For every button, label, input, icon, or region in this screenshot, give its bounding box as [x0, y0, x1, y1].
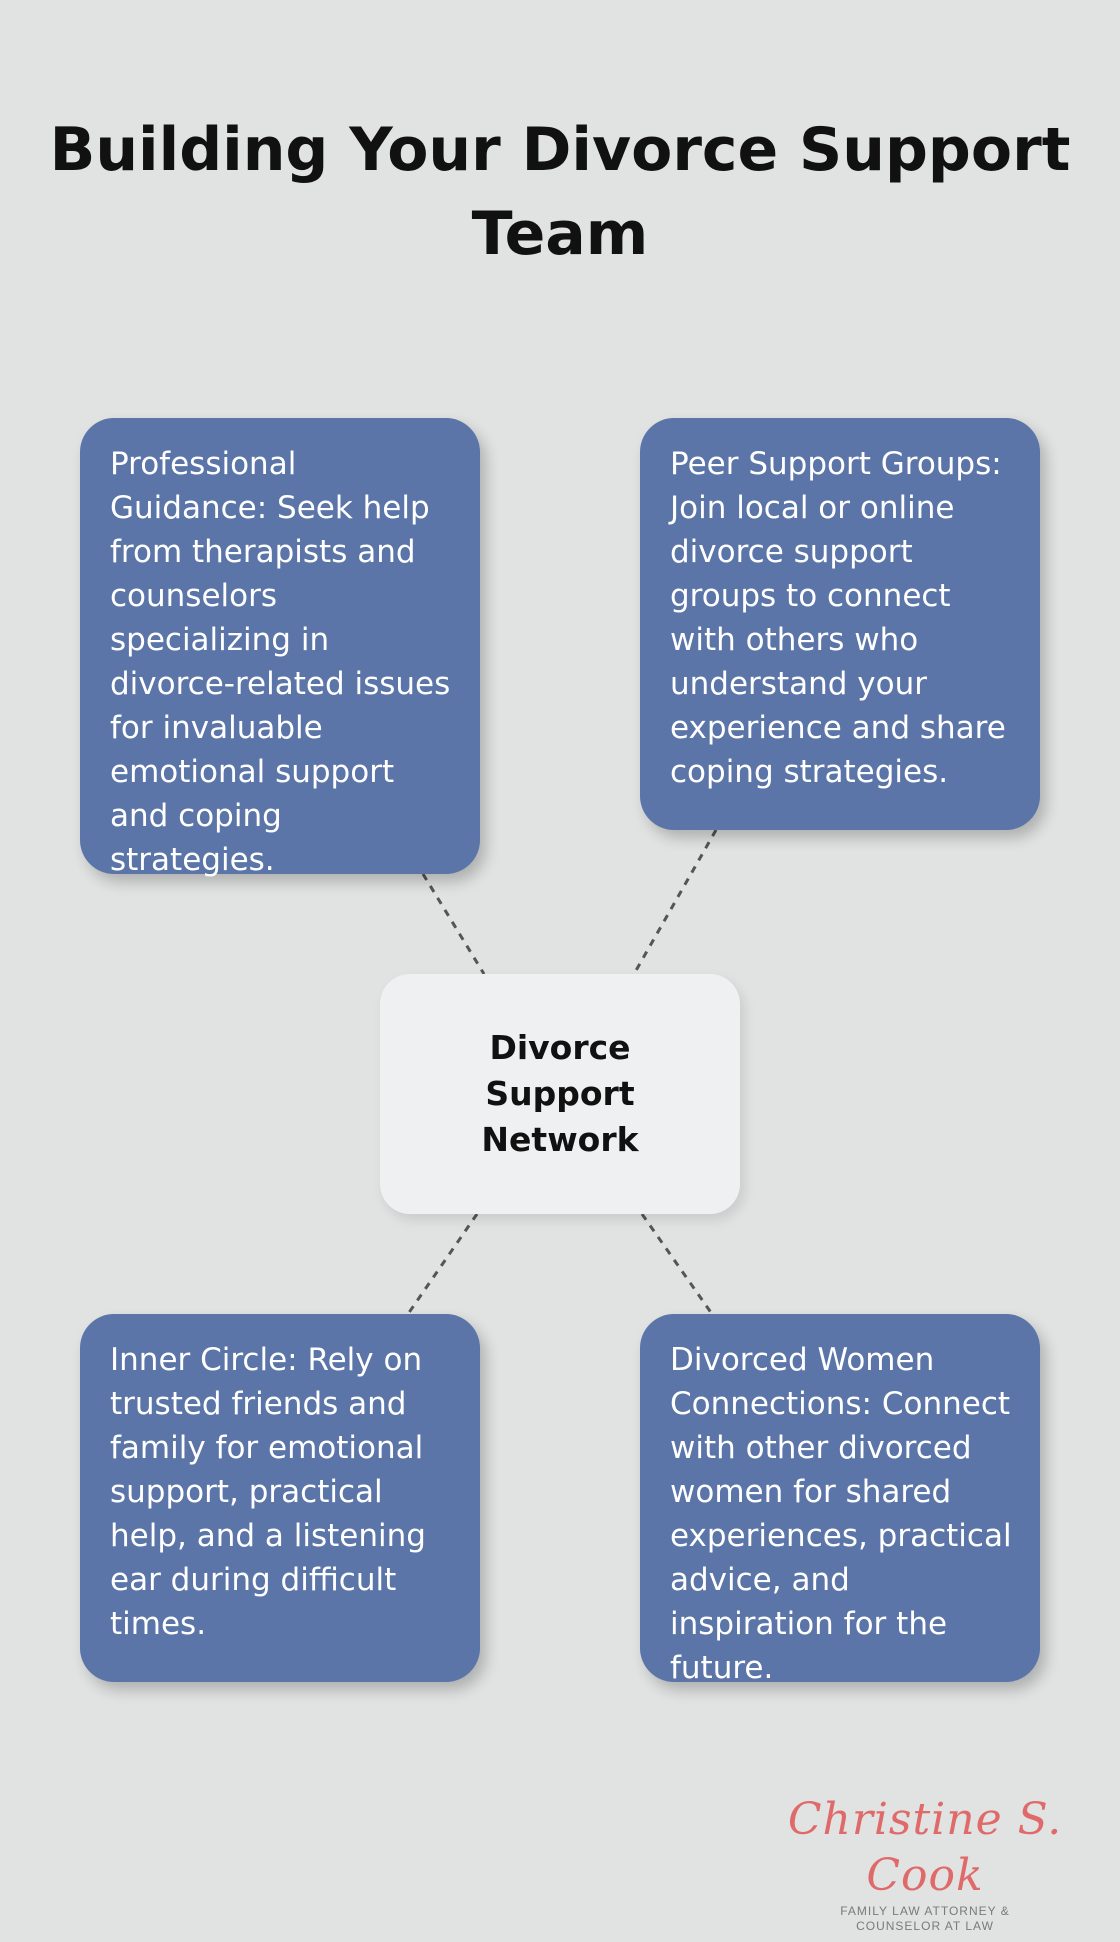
connector-top-left	[421, 873, 486, 975]
center-node-label: Divorce Support Network	[481, 1028, 639, 1159]
brand-logo: Christine S. Cook FAMILY LAW ATTORNEY & …	[780, 1792, 1070, 1933]
page-title: Building Your Divorce Support Team	[49, 115, 1071, 269]
card-peer-support-groups: Peer Support Groups: Join local or onlin…	[640, 418, 1040, 830]
logo-tagline: FAMILY LAW ATTORNEY & COUNSELOR AT LAW	[840, 1904, 1010, 1933]
connector-bottom-left	[406, 1213, 479, 1315]
card-text: Inner Circle: Rely on trusted friends an…	[110, 1342, 426, 1642]
card-professional-guidance: Professional Guidance: Seek help from th…	[80, 418, 480, 878]
card-divorced-women-connections: Divorced Women Connections: Connect with…	[640, 1314, 1040, 1686]
logo-name: Christine S. Cook	[787, 1794, 1063, 1901]
center-node: Divorce Support Network	[380, 974, 740, 1214]
card-inner-circle: Inner Circle: Rely on trusted friends an…	[80, 1314, 480, 1682]
connector-bottom-right	[640, 1213, 714, 1315]
card-text: Professional Guidance: Seek help from th…	[110, 446, 451, 878]
card-text: Divorced Women Connections: Connect with…	[670, 1342, 1012, 1686]
card-text: Peer Support Groups: Join local or onlin…	[670, 446, 1006, 790]
connector-top-right	[632, 829, 718, 975]
